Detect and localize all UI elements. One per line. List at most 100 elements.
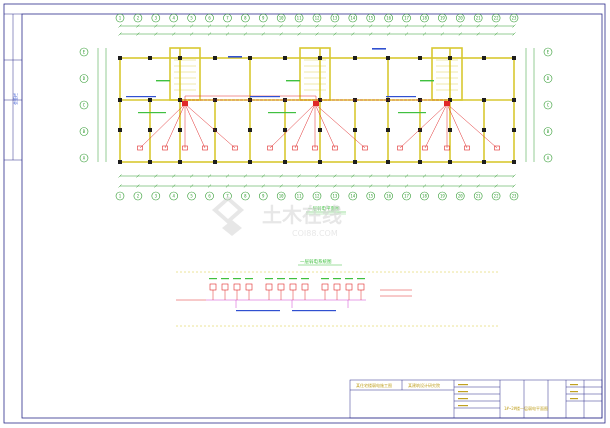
riser-junction-boxes xyxy=(209,278,365,300)
axis-bubble-label: 13 xyxy=(332,194,337,199)
column xyxy=(213,128,217,132)
plan-title: 一层弱电平面图 xyxy=(308,205,340,212)
axis-bubble-label: 7 xyxy=(226,16,229,21)
column xyxy=(353,56,357,60)
axis-bubble-label: 14 xyxy=(350,194,355,199)
axis-bubble: 16 xyxy=(384,191,393,201)
column xyxy=(118,128,122,132)
axis-bubble: 2 xyxy=(133,13,143,23)
column xyxy=(353,160,357,164)
axis-bubble: 8 xyxy=(241,13,250,23)
axis-bubble-label: 10 xyxy=(279,16,284,21)
column xyxy=(386,56,390,60)
axis-bubble: 9 xyxy=(258,13,268,23)
weak-current-wiring xyxy=(139,95,498,149)
axis-bubble: A xyxy=(79,153,89,163)
axis-bubble-label: 9 xyxy=(262,194,265,199)
riser-title: 一层弱电系统图 xyxy=(300,258,332,265)
column xyxy=(512,98,516,102)
axis-bubble-label: 2 xyxy=(137,194,140,199)
column xyxy=(448,160,452,164)
watermark: 土木在线 COI88.COM xyxy=(212,196,342,238)
axis-bubble-label: 3 xyxy=(155,16,158,21)
axis-bubble-label: 1 xyxy=(119,16,122,21)
distribution-box xyxy=(182,101,188,106)
column xyxy=(318,56,322,60)
riser-box xyxy=(209,283,217,291)
column xyxy=(178,128,182,132)
weak-current-outlets xyxy=(137,101,500,151)
axis-bubble-label: 23 xyxy=(512,16,517,21)
axis-bubble-label: 16 xyxy=(386,16,391,21)
axis-bubble-label: 17 xyxy=(404,16,409,21)
column xyxy=(213,160,217,164)
axis-bubble: D xyxy=(543,74,553,83)
axis-bubble: A xyxy=(543,153,553,163)
riser-box xyxy=(221,283,229,291)
structural-columns xyxy=(118,56,516,164)
watermark-text: 土木在线 xyxy=(262,203,342,227)
axis-bubble: 16 xyxy=(384,13,393,23)
outlet-marker xyxy=(162,145,168,151)
column xyxy=(248,160,252,164)
axis-bubble: 1 xyxy=(115,13,125,23)
axis-bubble-label: E xyxy=(547,50,550,55)
column xyxy=(283,56,287,60)
axis-bubble-label: 23 xyxy=(512,194,517,199)
axis-bubble: 3 xyxy=(151,13,161,23)
axis-bubble: 20 xyxy=(455,13,465,23)
column xyxy=(482,128,486,132)
column xyxy=(482,98,486,102)
axis-bubble: 17 xyxy=(402,191,411,201)
riser-box xyxy=(277,283,285,291)
axis-bubble: 14 xyxy=(348,191,358,201)
column xyxy=(118,160,122,164)
riser-diagram: 一层弱电系统图 xyxy=(176,258,500,327)
column xyxy=(418,128,422,132)
riser-box xyxy=(289,283,297,291)
axis-bubble: 12 xyxy=(312,13,322,23)
column xyxy=(512,128,516,132)
left-signature-strip: 会签栏 xyxy=(4,14,22,161)
column xyxy=(512,56,516,60)
column xyxy=(512,160,516,164)
axis-bubble: 20 xyxy=(455,191,465,201)
riser-box xyxy=(333,283,341,291)
axis-bubble: B xyxy=(79,127,89,136)
axis-bubble-label: E xyxy=(83,50,86,55)
column xyxy=(213,56,217,60)
axis-bubble: 3 xyxy=(151,191,161,201)
axis-bubble: 11 xyxy=(294,13,304,23)
axis-bubble: 8 xyxy=(241,191,250,201)
title-block xyxy=(349,379,603,419)
axis-bubble-label: 16 xyxy=(386,194,391,199)
column xyxy=(386,128,390,132)
outlet-marker xyxy=(332,145,338,151)
axis-bubble-label: 1 xyxy=(119,194,122,199)
axis-bubble-label: 17 xyxy=(404,194,409,199)
column xyxy=(283,128,287,132)
axis-bubble: 18 xyxy=(420,191,429,201)
column xyxy=(318,128,322,132)
axis-bubble-label: 9 xyxy=(262,16,265,21)
axis-bubble-label: 15 xyxy=(368,16,373,21)
axis-bubble-label: 21 xyxy=(476,194,481,199)
axis-bubble-label: 18 xyxy=(422,16,427,21)
riser-box xyxy=(321,283,329,291)
axis-bubble: 12 xyxy=(312,191,322,201)
axis-bubble-label: D xyxy=(547,76,550,81)
axis-bubble-label: 3 xyxy=(155,194,158,199)
axis-bubble-label: B xyxy=(83,129,86,134)
axis-bubble-label: 6 xyxy=(208,16,211,21)
outlet-marker xyxy=(397,145,403,151)
axis-bubble: 21 xyxy=(473,13,483,23)
axis-bubble: 14 xyxy=(348,13,358,23)
axis-bubble-label: 11 xyxy=(297,16,302,21)
axis-bubble: 13 xyxy=(330,191,340,201)
column xyxy=(178,56,182,60)
column xyxy=(283,160,287,164)
axis-bubble-label: 15 xyxy=(368,194,373,199)
axis-bubble: C xyxy=(543,100,553,110)
axis-bubble-label: 22 xyxy=(494,16,499,21)
outlet-marker xyxy=(362,145,368,151)
